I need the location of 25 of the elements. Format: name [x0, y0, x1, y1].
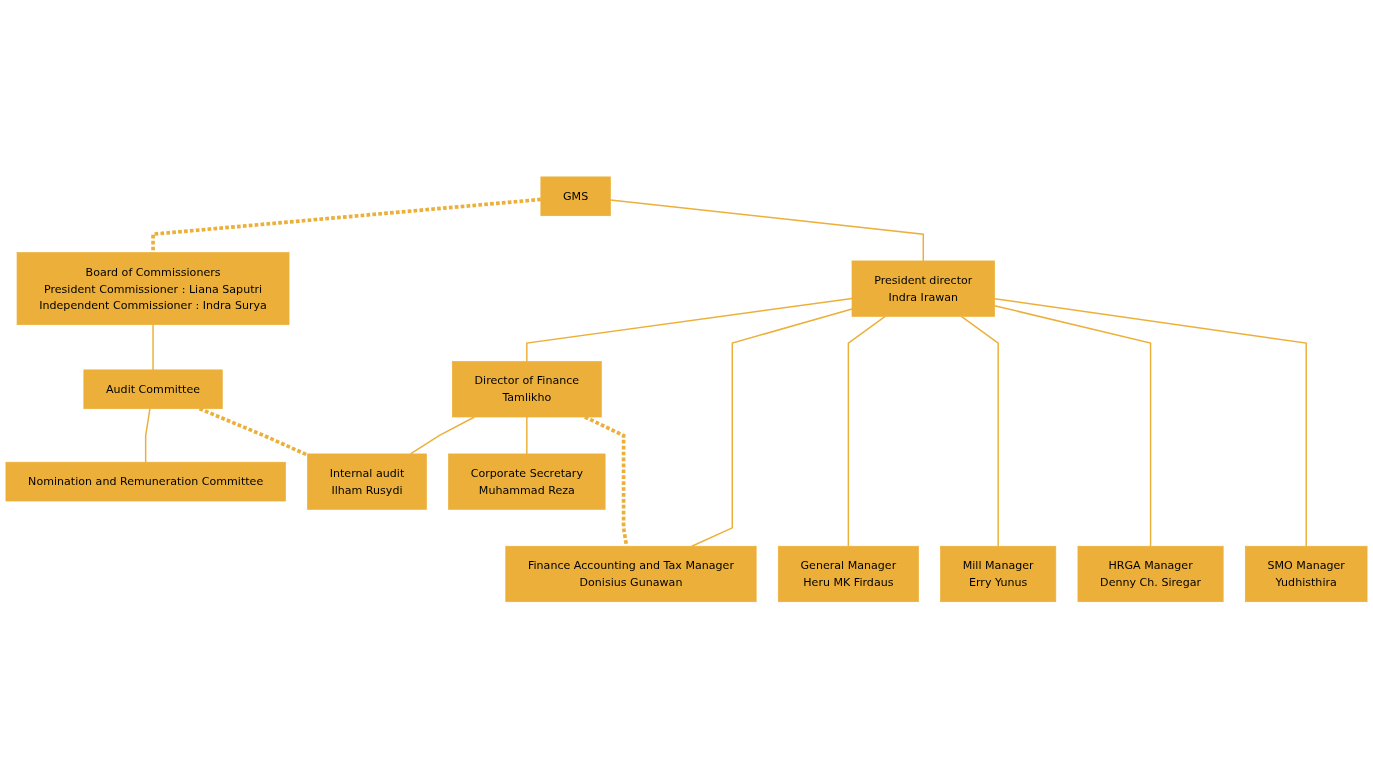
node-box: SMO Manager Yudhisthira	[1244, 545, 1368, 602]
node-box: President director Indra Irawan	[851, 260, 995, 317]
node-box: HRGA Manager Denny Ch. Siregar	[1077, 545, 1224, 602]
connector	[960, 315, 999, 547]
node-box: GMS	[540, 176, 611, 216]
connector	[847, 315, 886, 547]
connector	[152, 323, 154, 371]
connector	[584, 415, 629, 547]
node-box: Mill Manager Erry Yunus	[940, 545, 1057, 602]
node-box: Finance Accounting and Tax Manager Donisius Gunawan	[505, 545, 757, 602]
node-box: Corporate Secretary Muhammad Reza	[448, 453, 606, 510]
connector	[993, 304, 1152, 547]
connector	[409, 415, 476, 455]
connector	[609, 199, 924, 262]
node-box: Audit Committee	[83, 369, 223, 409]
node-box: General Manager Heru MK Firdaus	[777, 545, 919, 602]
connector	[526, 297, 853, 363]
node-box: Board of Commissioners President Commissioner : Liana Saputri Independent Commissioner : Indra Surya	[16, 251, 290, 325]
connector	[526, 415, 528, 455]
node-box: Internal audit Ilham Rusydi	[307, 453, 427, 510]
node-box: Nomination and Remuneration Committee	[5, 461, 286, 502]
node-box: Director of Finance Tamlikho	[452, 360, 602, 418]
connector	[151, 197, 542, 253]
connector	[144, 407, 151, 463]
connector	[993, 297, 1307, 547]
